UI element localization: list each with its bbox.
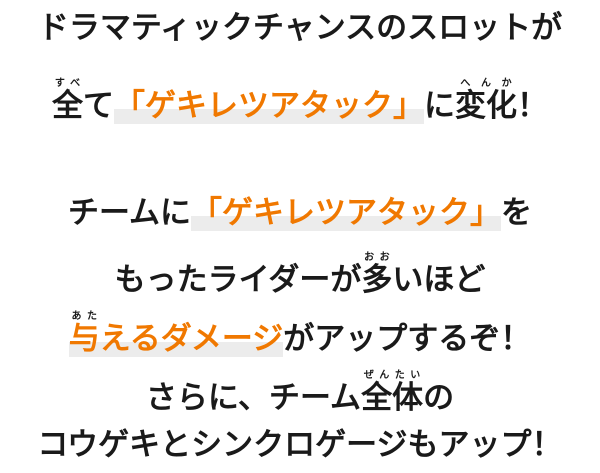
intro-line-1-text: ドラマティックチャンスのスロットが (37, 10, 563, 46)
te-text: て (83, 88, 114, 124)
no-text: の (423, 380, 455, 416)
detail-line-1: チームに「ゲキレツアタック」を (0, 193, 600, 233)
sarani-text: さらに、チーム (145, 380, 362, 416)
subete-kanji: 全すべ (52, 78, 83, 124)
wo-text: を (501, 195, 533, 231)
zentai-ruby: ぜんたい (361, 370, 424, 381)
gekiretsu-attack-highlight-2: 「ゲキレツアタック」 (191, 195, 502, 231)
iihodo-text: いほど (392, 262, 486, 298)
ooi-kanji: 多おお (361, 252, 393, 298)
ooi-ruby: おお (361, 252, 393, 263)
exclaim-1: ！ (517, 88, 548, 124)
ataeru-ruby: あた (68, 311, 100, 322)
sync-gauge-text: コウゲキとシンクロゲージもアップ！ (37, 427, 563, 463)
gekiretsu-attack-highlight: 「ゲキレツアタック」 (114, 88, 424, 124)
damage-highlight: 与あたえるダメージ (68, 311, 284, 357)
detail-line-3: 与あたえるダメージがアップするぞ！ (0, 311, 600, 359)
ni-text: に (424, 88, 455, 124)
team-text: チームに (67, 195, 192, 231)
henka-kanji: 変化へんか (455, 78, 517, 124)
ataeru-kanji: 与あた (68, 311, 100, 357)
detail-line-5: コウゲキとシンクロゲージもアップ！ (0, 425, 600, 465)
detail-line-4: さらに、チーム全体ぜんたいの (0, 370, 600, 418)
detail-line-2: もったライダーが多おおいほど (0, 252, 600, 300)
damage-text: えるダメージ (99, 321, 284, 357)
subete-ruby: すべ (52, 78, 83, 89)
zentai-kanji: 全体ぜんたい (361, 370, 424, 416)
rider-text: もったライダーが (114, 262, 362, 298)
intro-line-1: ドラマティックチャンスのスロットが (0, 8, 600, 48)
henka-ruby: へんか (455, 78, 517, 89)
up-text: がアップするぞ！ (283, 321, 532, 357)
intro-line-2: 全すべて「ゲキレツアタック」に変化へんか！ (0, 78, 600, 126)
